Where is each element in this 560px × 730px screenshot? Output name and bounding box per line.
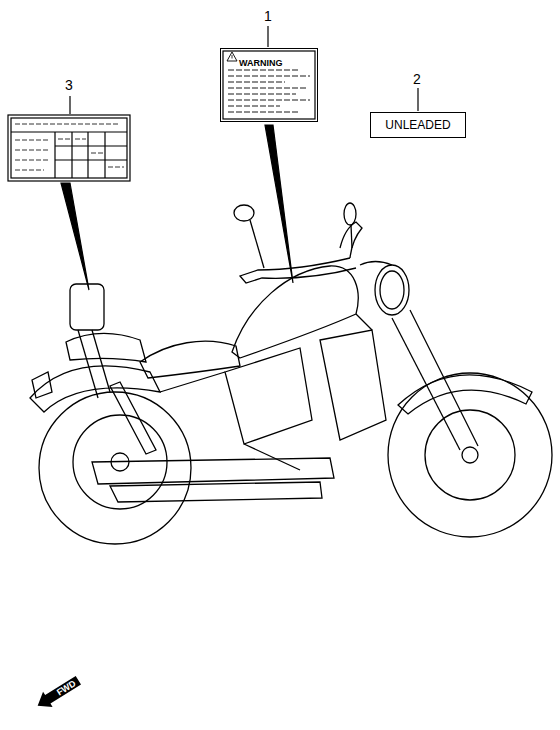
- warning-label-art-stroke-stroke: [228, 94, 296, 95]
- warning-label-art-stroke-stroke: [228, 100, 310, 101]
- motorcycle-outline-stroke: [39, 392, 191, 544]
- motorcycle-outline-stroke: [340, 222, 362, 258]
- motorcycle-outline-stroke: [392, 318, 460, 450]
- motorcycle-outline-stroke: [344, 203, 356, 225]
- info-label-art-stroke-stroke: [15, 170, 44, 171]
- info-label-art-stroke-stroke: [15, 150, 48, 151]
- warning-label-art-stroke-stroke: [228, 82, 285, 83]
- motorcycle-outline-stroke: [398, 375, 532, 414]
- motorcycle-outline-stroke: [66, 333, 146, 362]
- warning-label-art-stroke-stroke: [228, 70, 300, 71]
- motorcycle-outline-stroke: [388, 373, 552, 537]
- warning-label-art-stroke-stroke: [228, 88, 308, 89]
- motorcycle-outline-stroke: [32, 372, 52, 398]
- warning-label-art-stroke: [223, 51, 315, 119]
- info-label-art-stroke-stroke: [108, 167, 124, 168]
- warning-label-art-stroke-stroke: [228, 112, 300, 113]
- forward-arrow: FWD: [33, 673, 83, 714]
- warning-label-art-stroke-stroke: [228, 76, 310, 77]
- info-label-art-stroke-stroke: [15, 160, 50, 161]
- info-label-art-stroke: [104, 132, 105, 178]
- leader-lines-stroke: [69, 96, 70, 114]
- info-label-art-stroke: [55, 145, 127, 146]
- fuel-label: UNLEADED: [370, 112, 466, 138]
- motorcycle-outline-stroke: [70, 284, 104, 330]
- direction-text: FWD: [55, 679, 77, 697]
- info-label-art-stroke: [11, 131, 127, 132]
- motorcycle-outline-stroke: [320, 330, 386, 440]
- warning-label: WARNING: [220, 48, 318, 122]
- motorcycle-outline-stroke: [425, 410, 515, 500]
- motorcycle-outline-stroke: [351, 225, 352, 248]
- motorcycle-outline-stroke: [160, 372, 225, 392]
- motorcycle-outline-stroke: [92, 330, 110, 392]
- leader-lines: [61, 26, 418, 290]
- info-label-art-stroke-stroke: [75, 139, 86, 140]
- callout-number: 3: [65, 78, 73, 92]
- leader-lines-stroke: [417, 88, 418, 111]
- info-label-art-stroke: [8, 115, 130, 181]
- motorcycle-outline-stroke: [356, 314, 372, 330]
- info-label-art-stroke: [54, 132, 55, 178]
- warning-label-art-stroke: [228, 70, 310, 112]
- info-label-art-stroke: [87, 132, 88, 178]
- info-label-art-stroke: [55, 159, 127, 160]
- motorcycle-outline: [30, 203, 552, 544]
- motorcycle-outline-stroke: [410, 310, 478, 446]
- motorcycle-outline-stroke: [250, 220, 264, 268]
- leader-lines-stroke: [61, 183, 89, 290]
- motorcycle-outline-stroke: [110, 382, 156, 454]
- warning-label-art: [223, 51, 315, 119]
- motorcycle-outline-stroke: [110, 482, 322, 502]
- info-label-art-stroke-stroke: [91, 153, 103, 154]
- warning-label-art-stroke: [232, 55, 233, 59]
- warning-label-art-stroke: [227, 52, 237, 61]
- info-label-art: [8, 115, 130, 181]
- motorcycle-outline-stroke: [240, 258, 356, 283]
- motorcycle-outline-stroke: [380, 271, 404, 309]
- motorcycle-outline-stroke: [462, 447, 478, 463]
- info-label-art-stroke-stroke: [58, 139, 70, 140]
- info-label-art-stroke: [15, 124, 124, 170]
- info-label-art-stroke-stroke: [15, 140, 50, 141]
- info-label-art-stroke: [71, 132, 72, 178]
- label-text: WARNING: [239, 59, 283, 68]
- label-text: UNLEADED: [385, 119, 450, 131]
- leader-lines-stroke: [265, 125, 293, 283]
- callout-number: 1: [264, 9, 272, 23]
- motorcycle-outline-stroke: [360, 262, 392, 266]
- motorcycle-outline-stroke: [92, 458, 334, 484]
- motorcycle-outline-stroke: [244, 444, 300, 470]
- warning-label-art-stroke-stroke: [228, 106, 280, 107]
- leader-lines-stroke: [267, 26, 268, 47]
- arrow-body: [33, 673, 83, 714]
- callout-number: 2: [413, 72, 421, 86]
- motorcycle-outline-stroke: [232, 266, 358, 358]
- info-label-art-stroke-stroke: [15, 124, 120, 125]
- info-label-art-stroke: [11, 118, 127, 178]
- motorcycle-outline-stroke: [375, 265, 409, 315]
- motorcycle-outline-stroke: [234, 205, 254, 221]
- motorcycle-outline-stroke: [225, 348, 312, 444]
